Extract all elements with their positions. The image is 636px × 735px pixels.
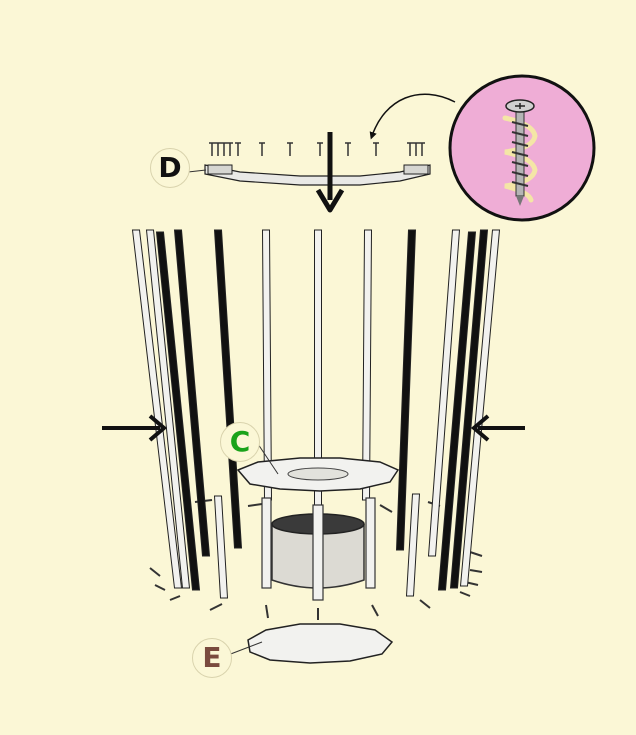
part-label-c: C — [220, 422, 260, 462]
screw-icon — [345, 142, 351, 156]
leader-lines — [187, 169, 279, 656]
screw-icon — [379, 504, 393, 513]
screw-icon — [227, 142, 233, 156]
post — [437, 231, 477, 591]
part-e-panel — [247, 623, 394, 664]
screw-icon — [215, 142, 221, 156]
screw-icon — [221, 142, 227, 156]
part-c-panel — [236, 457, 400, 492]
screw-icon — [235, 142, 241, 156]
screw-icon — [169, 595, 181, 601]
screw-icon — [149, 567, 161, 577]
screw-icon — [419, 142, 425, 156]
post — [395, 229, 417, 551]
screw-icon — [373, 142, 379, 156]
post — [405, 493, 421, 597]
post — [145, 229, 191, 589]
screw-icon — [259, 142, 265, 156]
screw-icon — [317, 142, 323, 156]
arrow-left-icon — [470, 414, 525, 442]
screw-icon — [371, 604, 379, 617]
legs-group — [261, 497, 376, 601]
screw-icon — [419, 599, 431, 609]
post — [261, 229, 273, 501]
screw-icon — [287, 142, 293, 156]
screw-detail-icon — [448, 74, 596, 222]
post — [427, 229, 461, 557]
post — [173, 229, 211, 557]
post — [449, 229, 489, 589]
arrow-right-icon — [102, 414, 168, 442]
part-d-ring — [204, 164, 431, 186]
screw-icon — [154, 584, 166, 591]
post — [459, 229, 501, 587]
screw-icon — [413, 142, 419, 156]
screw-icon — [209, 142, 215, 156]
screw-icon — [247, 503, 263, 507]
screw-icon — [469, 551, 483, 557]
screws-group — [149, 142, 483, 620]
post — [131, 229, 183, 589]
post — [155, 231, 201, 591]
post — [213, 495, 229, 599]
part-label-d: D — [150, 148, 190, 188]
posts-group — [131, 229, 501, 599]
screw-icon — [407, 142, 413, 156]
part-label-e: E — [192, 638, 232, 678]
screw-icon — [209, 603, 223, 611]
screw-icon — [459, 591, 471, 597]
arrow-down-icon — [315, 132, 345, 213]
pointer-arrow-icon — [369, 93, 456, 140]
screw-icon — [265, 604, 269, 619]
screw-icon — [469, 569, 483, 573]
post — [361, 229, 373, 501]
